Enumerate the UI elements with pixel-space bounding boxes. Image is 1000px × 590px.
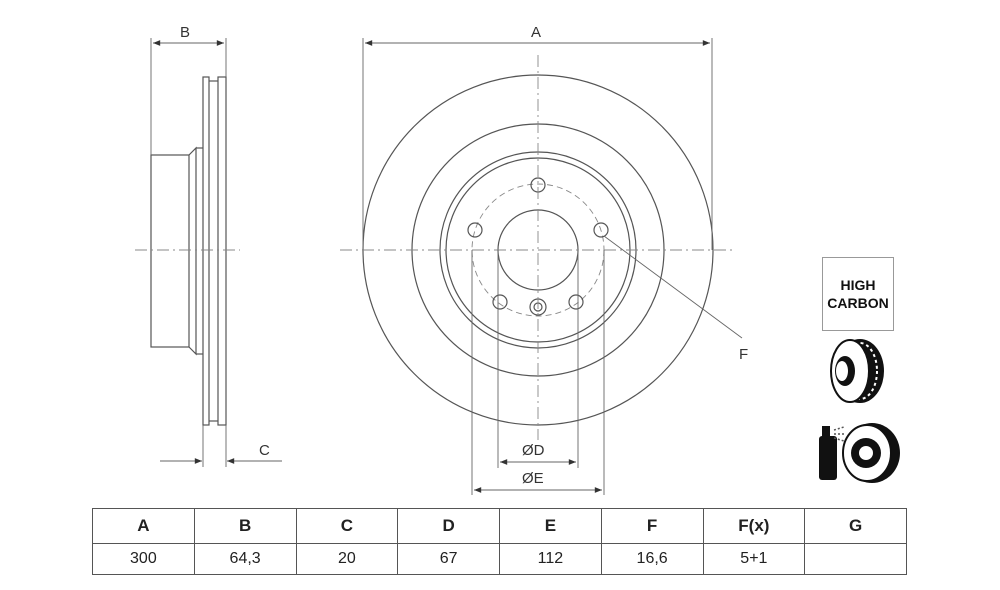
label-f: F	[739, 346, 748, 363]
label-e: ØE	[522, 470, 544, 487]
label-d: ØD	[522, 442, 545, 459]
label-b: B	[180, 24, 190, 41]
value-cell: 64,3	[193, 542, 297, 575]
value-cell: 67	[397, 542, 500, 575]
vented-disc-icon	[830, 339, 884, 403]
value-cell	[804, 542, 907, 575]
badge-line-1: HIGH	[840, 277, 876, 293]
table-row: 300 64,3 20 67 112 16,6 5+1	[92, 542, 907, 575]
label-a: A	[531, 24, 541, 41]
label-c: C	[259, 442, 270, 459]
header-cell: A	[92, 508, 195, 544]
badge-line-2: CARBON	[827, 295, 889, 311]
front-view: A F ØD ØE	[340, 24, 748, 495]
high-carbon-badge: HIGH CARBON	[822, 257, 894, 331]
header-cell: F	[600, 508, 704, 544]
table-header-row: A B C D E F F(x) G	[92, 508, 907, 544]
value-cell: 112	[499, 542, 602, 575]
header-cell: F(x)	[702, 508, 806, 544]
header-cell: D	[397, 508, 500, 544]
value-cell: 16,6	[600, 542, 704, 575]
header-cell: G	[804, 508, 907, 544]
header-cell: C	[295, 508, 399, 544]
value-cell: 20	[295, 542, 399, 575]
side-view: B C	[135, 24, 282, 467]
header-cell: E	[499, 508, 602, 544]
value-cell: 5+1	[702, 542, 806, 575]
header-cell: B	[193, 508, 297, 544]
coated-disc-icon	[819, 423, 900, 483]
dimensions-table: A B C D E F F(x) G 300 64,3 20 67 112 16…	[92, 508, 907, 575]
value-cell: 300	[92, 542, 195, 575]
